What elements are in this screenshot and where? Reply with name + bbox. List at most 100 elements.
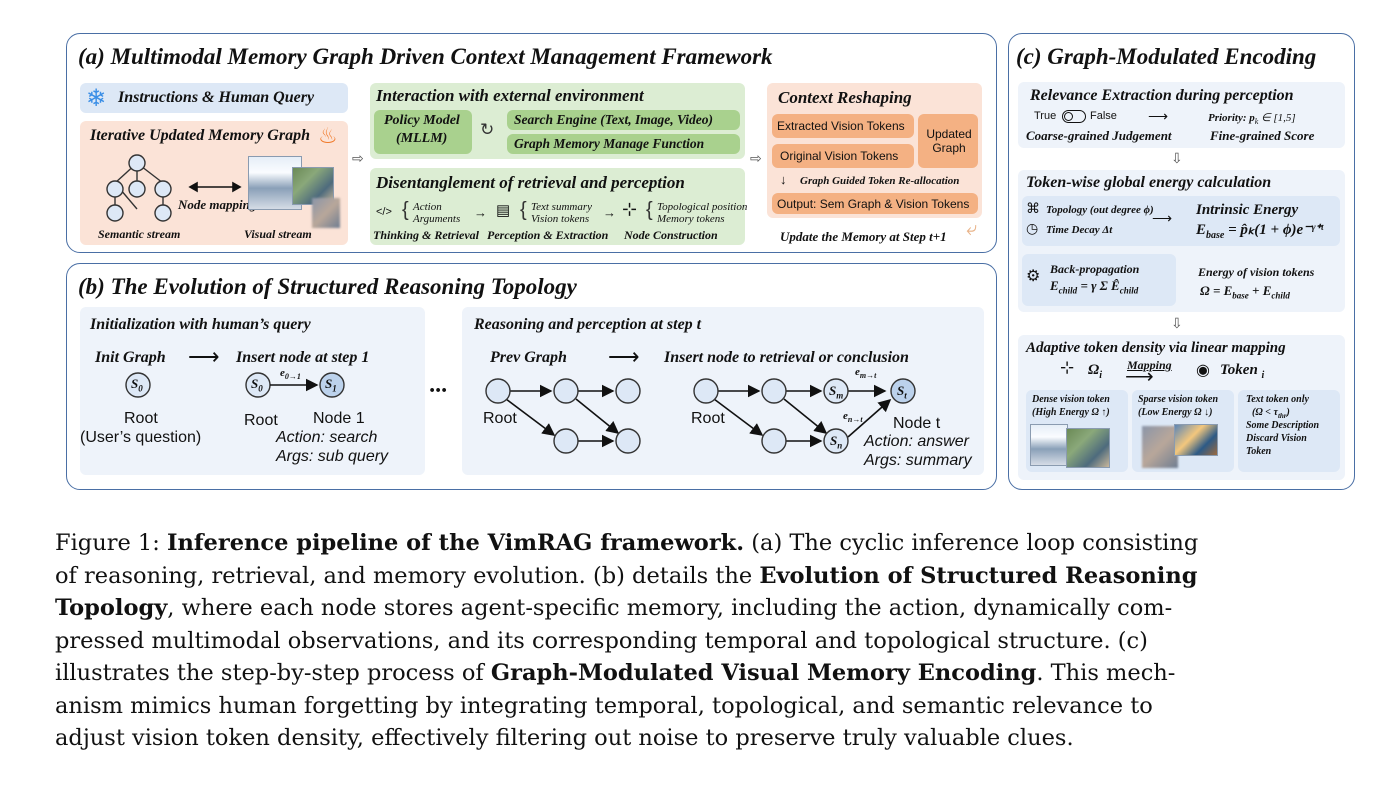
action-label: Action	[413, 201, 442, 213]
ellipsis: ...	[430, 372, 448, 398]
prev-node-root	[485, 378, 511, 404]
init-graph-label: Init Graph	[95, 349, 166, 366]
topology-label: Topology (out degree ϕ)	[1046, 204, 1154, 216]
interaction-title: Interaction with external environment	[376, 86, 644, 105]
eye-icon: ◉	[1196, 362, 1210, 379]
action-search-label: Action: search	[276, 429, 378, 446]
node-st	[890, 378, 916, 404]
clock-icon: ◷	[1026, 220, 1039, 236]
code-icon: </>	[376, 206, 392, 218]
root-label-step1: Root	[244, 412, 278, 429]
node-s1	[319, 372, 345, 398]
prev-node	[615, 378, 641, 404]
init-title: Initialization with human’s query	[90, 316, 311, 333]
node-construction-label: Node Construction	[624, 228, 718, 242]
intrinsic-box	[1022, 196, 1340, 246]
semantic-stream-label: Semantic stream	[98, 227, 181, 241]
instructions-box	[80, 83, 348, 113]
prev-node	[553, 428, 579, 454]
topology-icon: ⌘	[1026, 200, 1040, 216]
node-mapping-label: Node mapping	[178, 197, 257, 212]
tree-node	[106, 180, 124, 198]
brace-b: {	[520, 199, 527, 221]
search-engine-box	[507, 110, 740, 130]
memory-tokens-label: Memory tokens	[657, 213, 725, 225]
right-arrow-icon: ⇨	[750, 150, 762, 166]
disentangle-title: Disentanglement of retrieval and percept…	[376, 173, 685, 192]
caption-line: adjust vision token density, effectively…	[55, 725, 1074, 751]
arguments-label: Arguments	[413, 213, 461, 225]
policy-model-sub: (MLLM)	[396, 131, 448, 146]
disentangle-box	[370, 168, 745, 245]
insert-step1-label: Insert node at step 1	[236, 349, 370, 366]
arrow-icon: ⟶	[188, 344, 220, 369]
panel-c-title: (c) Graph-Modulated Encoding	[1016, 44, 1317, 69]
blurred-thumbnail	[312, 198, 340, 228]
energy-vision-label: Energy of vision tokens	[1198, 265, 1315, 279]
figure-caption: Figure 1: Inference pipeline of the VimR…	[55, 527, 1360, 755]
sparse-title: Sparse vision token	[1138, 394, 1219, 405]
caption-line: Topology, where each node stores agent-s…	[55, 595, 1173, 621]
snowflake-icon: ❄	[86, 84, 107, 112]
text-only-cond: (Ω < τthr)	[1252, 407, 1290, 420]
sm-label: Sm	[829, 383, 844, 401]
tree-node	[106, 204, 124, 222]
original-box	[772, 144, 914, 168]
prev-root-label: Root	[483, 410, 517, 427]
node-t-label: Node t	[893, 415, 941, 432]
e01-label: e0→1	[280, 367, 301, 382]
st-label: St	[897, 383, 907, 401]
prev-node	[553, 378, 579, 404]
init-graph-diagram	[125, 372, 345, 398]
time-decay-label: Time Decay Δt	[1046, 224, 1113, 236]
echild-formula: Echild = γ Σ Êchild	[1050, 278, 1139, 296]
token-word-label: Token	[1246, 446, 1272, 457]
right-arrow-icon: ⇨	[352, 150, 364, 166]
arrow-icon: ⟶	[1152, 210, 1173, 226]
output-label: Output: Sem Graph & Vision Tokens	[777, 197, 970, 211]
s1-label: S1	[325, 376, 337, 394]
perception-label: Perception & Extraction	[487, 228, 609, 242]
omega-formula: Ω = Ebase + Echild	[1200, 283, 1290, 301]
discard-label: Discard Vision	[1246, 433, 1307, 444]
node-network-icon: ⊹	[622, 199, 638, 219]
guided-label: Graph Guided Token Re-allocation	[800, 175, 960, 187]
tree-node	[128, 154, 146, 172]
sparse-landscape-thumbnail	[1174, 424, 1218, 456]
graph-icon: ⊹	[1060, 358, 1075, 377]
search-engine-label: Search Engine (Text, Image, Video)	[514, 112, 714, 127]
update-memory-label: Update the Memory at Step t+1	[780, 229, 947, 244]
extracted-label: Extracted Vision Tokens	[777, 119, 905, 133]
tree-node	[128, 180, 146, 198]
priority-label: Priority: pk ∈ [1,5]	[1208, 112, 1296, 127]
token-title: Token-wise global energy calculation	[1026, 174, 1272, 191]
sparse-blurred-thumbnail	[1142, 426, 1178, 468]
brace-c: {	[646, 199, 653, 221]
arrow-icon: ⟶	[608, 344, 640, 369]
sparse-sub: (Low Energy Ω ↓)	[1138, 407, 1213, 418]
new-node	[761, 428, 787, 454]
token-i-label: Token i	[1220, 362, 1265, 381]
policy-model-box	[374, 110, 472, 154]
dense-title: Dense vision token	[1032, 394, 1110, 405]
tree-node	[154, 180, 172, 198]
intrinsic-label: Intrinsic Energy	[1196, 202, 1299, 218]
vision-tokens-label: Vision tokens	[531, 213, 590, 225]
panel-b-title: (b) The Evolution of Structured Reasonin…	[78, 274, 577, 299]
caption-line: pressed multimodal observations, and its…	[55, 627, 1148, 654]
policy-model-label: Policy Model	[384, 113, 460, 128]
down-arrow-icon: ⇩	[1171, 315, 1183, 331]
document-icon: ▤	[496, 202, 511, 219]
down-arrow-icon: ↓	[780, 172, 787, 187]
arrow-icon: ⟶	[1148, 108, 1169, 124]
s0-label-step1: S0	[251, 376, 263, 394]
action-answer-label: Action: answer	[864, 433, 969, 450]
relevance-title: Relevance Extraction during perception	[1030, 87, 1294, 104]
arrow-icon: ⟶	[1125, 366, 1154, 388]
node-sm	[823, 378, 849, 404]
some-desc-label: Some Description	[1246, 420, 1320, 431]
text-only-box	[1238, 390, 1340, 472]
dense-landscape-thumbnail	[1066, 428, 1110, 468]
users-question-label: (User’s question)	[80, 429, 202, 446]
memory-graph-label: Iterative Updated Memory Graph	[90, 127, 310, 144]
